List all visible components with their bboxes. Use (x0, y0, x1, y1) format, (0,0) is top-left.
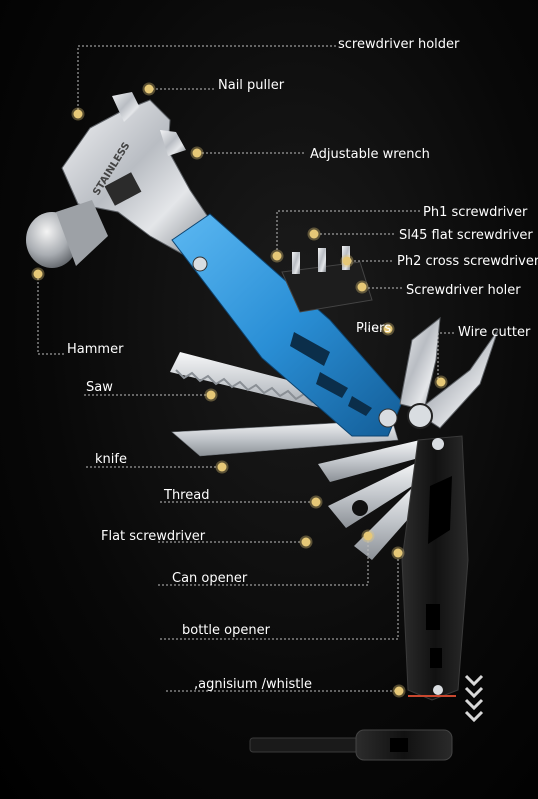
label-hammer: Hammer (67, 342, 124, 357)
marker-flat-screwdriver (301, 537, 311, 547)
marker-sl45-flat-screwdriver (309, 229, 319, 239)
label-magnesium-whistle: ,agnisium /whistle (194, 677, 312, 692)
marker-ph2-cross-screwdriver (342, 256, 352, 266)
marker-saw (206, 390, 216, 400)
marker-magnesium-whistle (394, 686, 404, 696)
marker-nail-puller (144, 84, 154, 94)
label-nail-puller: Nail puller (218, 78, 285, 93)
magnesium-whistle-part (249, 729, 453, 761)
marker-knife (217, 462, 227, 472)
knife-blade (171, 419, 399, 457)
label-can-opener: Can opener (172, 571, 248, 586)
blue-handle (171, 213, 403, 437)
label-screwdriver-holder: screwdriver holder (338, 37, 460, 52)
marker-adjustable-wrench (192, 148, 202, 158)
marker-wire-cutter (436, 377, 446, 387)
label-thread: Thread (164, 488, 210, 503)
label-ph1-screwdriver: Ph1 screwdriver (423, 205, 528, 220)
pliers-jaws (399, 316, 499, 429)
marker-pliers (383, 324, 393, 334)
marker-screwdriver-holer (357, 282, 367, 292)
label-pliers: Pliers (356, 321, 392, 336)
label-adjustable-wrench: Adjustable wrench (310, 147, 430, 162)
label-bottle-opener: bottle opener (182, 623, 270, 638)
label-wire-cutter: Wire cutter (458, 325, 531, 340)
bit-holder (281, 246, 373, 313)
marker-thread (311, 497, 321, 507)
label-screwdriver-holer: Screwdriver holer (406, 283, 521, 298)
chevron-down-icon (464, 674, 484, 723)
marker-screwdriver-holder (73, 109, 83, 119)
label-sl45-flat-screwdriver: Sl45 flat screwdriver (399, 228, 533, 243)
label-flat-screwdriver: Flat screwdriver (101, 529, 206, 544)
label-ph2-cross-screwdriver: Ph2 cross screwdriver (397, 254, 538, 269)
hammer-head: STAINLESS (26, 92, 215, 268)
marker-hammer (33, 269, 43, 279)
black-handle (401, 435, 469, 701)
label-knife: knife (95, 452, 127, 467)
label-saw: Saw (86, 380, 113, 395)
marker-can-opener (363, 531, 373, 541)
leader-lines (37, 45, 454, 692)
marker-ph1-screwdriver (272, 251, 282, 261)
marker-bottle-opener (393, 548, 403, 558)
